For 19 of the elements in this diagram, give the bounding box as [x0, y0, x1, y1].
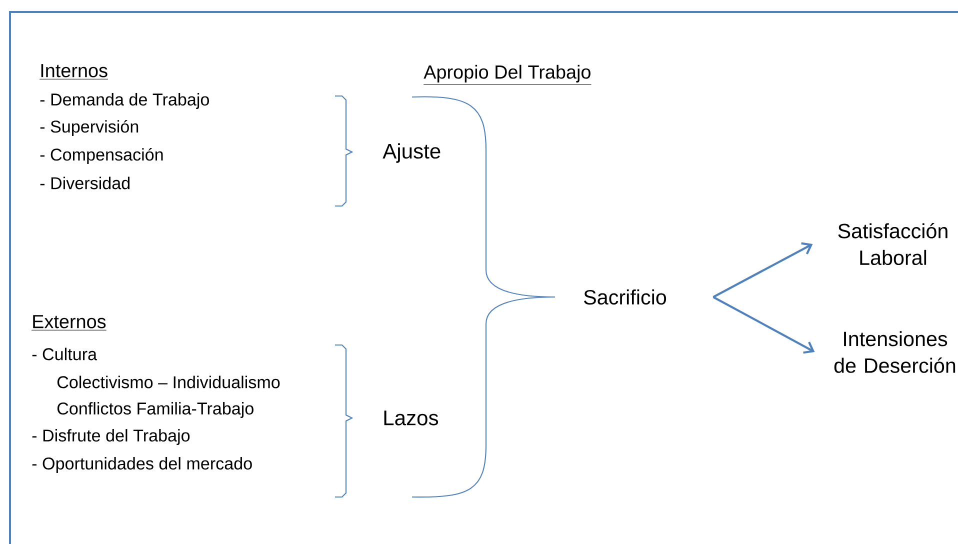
category-label: Lazos [384, 410, 438, 426]
category-label: Ajuste [382, 143, 440, 163]
list-item: Colectivismo – Individualismo [57, 376, 280, 388]
heading: Apropio Del Trabajo [423, 64, 592, 85]
heading: Externos [31, 315, 107, 330]
arrow [712, 296, 815, 354]
list-item: - Demanda de Trabajo [40, 93, 209, 109]
list-item: - Supervisión [40, 120, 138, 136]
list-item: - Compensación [40, 148, 163, 164]
list-item: - Cultura [32, 348, 98, 360]
list-item: - Oportunidades del mercado [32, 457, 252, 473]
node-text: Satisfacción Laboral [838, 222, 948, 266]
list-item: - Diversidad [40, 176, 130, 190]
heading: Internos [39, 64, 108, 80]
node-text: Intensiones de Deserción [834, 331, 956, 373]
node-text: Sacrificio [584, 289, 666, 305]
arrow [712, 242, 813, 298]
list-item: Conflictos Familia-Trabajo [57, 402, 254, 418]
list-item: - Disfrute del Trabajo [32, 429, 190, 445]
